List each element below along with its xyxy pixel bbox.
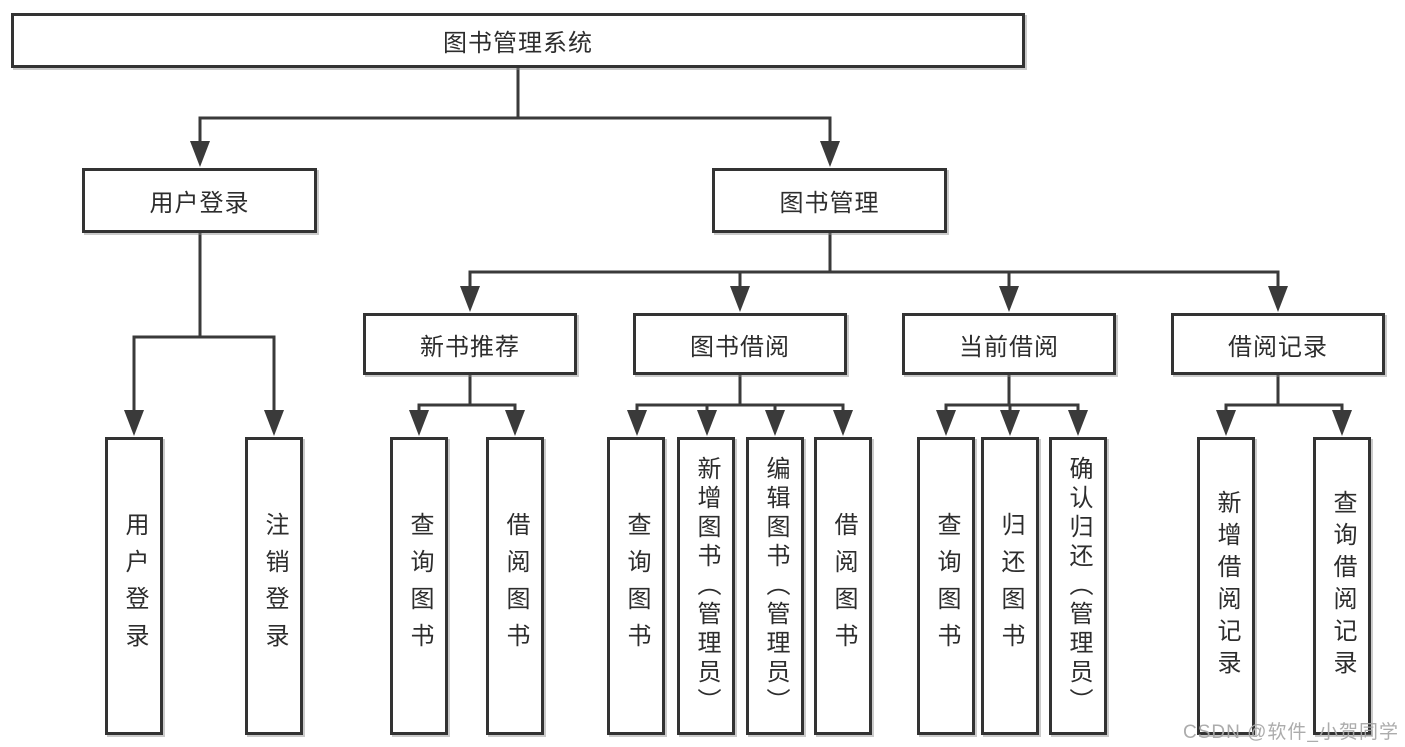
node-label: 图书管理 xyxy=(779,190,880,217)
node-label: 用户登录 xyxy=(121,512,148,660)
node-label: 编辑图书（管理员） xyxy=(762,455,789,717)
node-label: 新书推荐 xyxy=(420,333,520,361)
node-leaf-query-books-1: 查询图书 xyxy=(390,437,448,735)
node-label: 注销登录 xyxy=(261,512,288,660)
node-leaf-return-books: 归还图书 xyxy=(981,437,1039,735)
node-label: 借阅图书 xyxy=(502,512,529,660)
node-label: 新增借阅记录 xyxy=(1213,490,1240,682)
node-label: 当前借阅 xyxy=(959,333,1059,361)
node-user-login: 用户登录 xyxy=(82,168,317,233)
node-label: 用户登录 xyxy=(149,190,250,217)
node-label: 图书借阅 xyxy=(690,333,790,361)
node-leaf-borrow-books-2: 借阅图书 xyxy=(814,437,872,735)
node-label: 图书管理系统 xyxy=(443,30,593,57)
node-label: 确认归还（管理员） xyxy=(1065,455,1092,717)
node-leaf-query-books-3: 查询图书 xyxy=(917,437,975,735)
node-leaf-confirm-return-admin: 确认归还（管理员） xyxy=(1049,437,1107,735)
node-label: 查询图书 xyxy=(623,512,650,660)
node-leaf-add-borrow-record: 新增借阅记录 xyxy=(1197,437,1255,735)
node-library-management-system: 图书管理系统 xyxy=(11,13,1025,68)
node-book-management: 图书管理 xyxy=(712,168,947,233)
node-label: 查询图书 xyxy=(406,512,433,660)
node-leaf-edit-books-admin: 编辑图书（管理员） xyxy=(746,437,804,735)
node-label: 查询图书 xyxy=(933,512,960,660)
node-leaf-logout: 注销登录 xyxy=(245,437,303,735)
node-leaf-add-books-admin: 新增图书（管理员） xyxy=(677,437,735,735)
node-label: 归还图书 xyxy=(997,512,1024,660)
node-label: 借阅记录 xyxy=(1228,333,1328,361)
node-borrow-records: 借阅记录 xyxy=(1171,313,1385,375)
csdn-watermark: CSDN @软件_小贺同学 xyxy=(1183,722,1399,743)
node-leaf-user-login: 用户登录 xyxy=(105,437,163,735)
node-book-borrow: 图书借阅 xyxy=(633,313,847,375)
node-label: 查询借阅记录 xyxy=(1329,490,1356,682)
node-leaf-borrow-books-1: 借阅图书 xyxy=(486,437,544,735)
node-leaf-query-books-2: 查询图书 xyxy=(607,437,665,735)
node-leaf-query-borrow-record: 查询借阅记录 xyxy=(1313,437,1371,735)
node-current-borrow: 当前借阅 xyxy=(902,313,1116,375)
node-new-book-recommend: 新书推荐 xyxy=(363,313,577,375)
node-label: 借阅图书 xyxy=(830,512,857,660)
node-label: 新增图书（管理员） xyxy=(693,455,720,717)
